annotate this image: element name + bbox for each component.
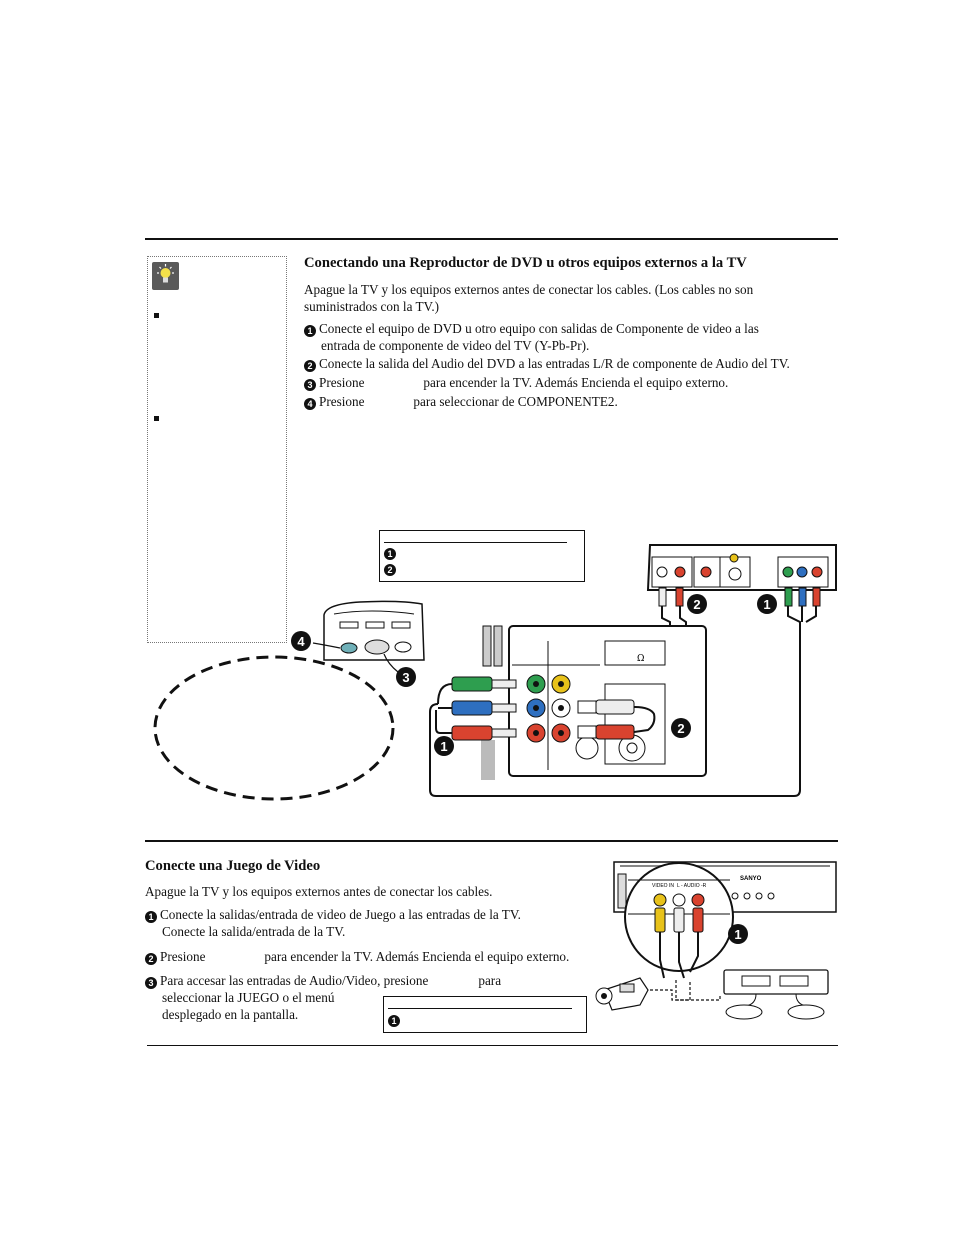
lightbulb-icon <box>152 262 179 290</box>
power-button <box>364 639 390 655</box>
dashed-callout-oval <box>153 655 395 801</box>
remote-control <box>312 600 425 673</box>
callout-3: 3 <box>402 670 409 685</box>
bottom-rule <box>147 1045 838 1046</box>
dvd-connection-diagram: Ω 4 3 1 2 2 1 <box>153 544 837 801</box>
game-console <box>723 969 829 1020</box>
callout-4: 4 <box>297 634 305 649</box>
callout-2: 2 <box>693 597 700 612</box>
camcorder <box>595 977 649 1011</box>
audio-plugs <box>577 699 656 740</box>
section1-legend: 1 2 <box>379 530 585 582</box>
section2-title: Conecte una Juego de Video <box>145 858 321 874</box>
callout-1: 1 <box>734 927 741 942</box>
callout-2: 2 <box>677 721 684 736</box>
section2-legend: 1 <box>383 996 587 1033</box>
input-button <box>340 642 358 654</box>
tip-bullet <box>154 313 159 318</box>
video-in-label: VIDEO IN <box>652 883 674 889</box>
ohm-symbol: Ω <box>637 654 644 664</box>
callout-1: 1 <box>440 739 447 754</box>
audio-label: L - AUDIO -R <box>677 883 707 889</box>
section1-intro: Apague la TV y los equipos externos ante… <box>304 282 754 314</box>
tip-box <box>147 256 287 643</box>
dvd-player <box>646 544 837 591</box>
section1-title: Conectando una Reproductor de DVD u otro… <box>304 255 747 271</box>
top-rule <box>145 238 838 240</box>
tv-brand: SANYO <box>740 876 762 882</box>
tip-bullet <box>154 416 159 421</box>
section2-intro: Apague la TV y los equipos externos ante… <box>145 884 493 899</box>
callout-1: 1 <box>763 597 770 612</box>
component-plugs <box>435 676 517 741</box>
middle-rule <box>145 840 838 842</box>
